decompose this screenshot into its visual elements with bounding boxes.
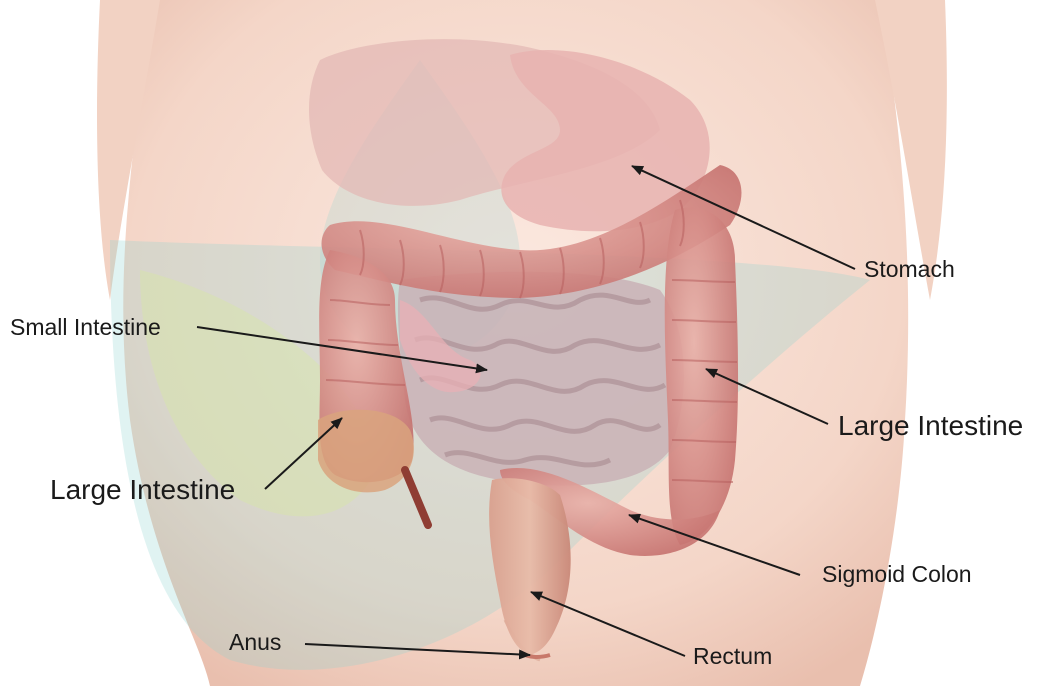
small-intestine-label: Small Intestine bbox=[10, 316, 161, 339]
descending-colon bbox=[665, 207, 738, 545]
sigmoid-colon-label: Sigmoid Colon bbox=[822, 563, 972, 586]
rectum-label: Rectum bbox=[693, 645, 772, 668]
large-intestine-right-label: Large Intestine bbox=[838, 412, 1023, 440]
stomach-label: Stomach bbox=[864, 258, 955, 281]
cecum bbox=[318, 410, 414, 493]
anus-label: Anus bbox=[229, 631, 281, 654]
large-intestine-left-label: Large Intestine bbox=[50, 476, 235, 504]
